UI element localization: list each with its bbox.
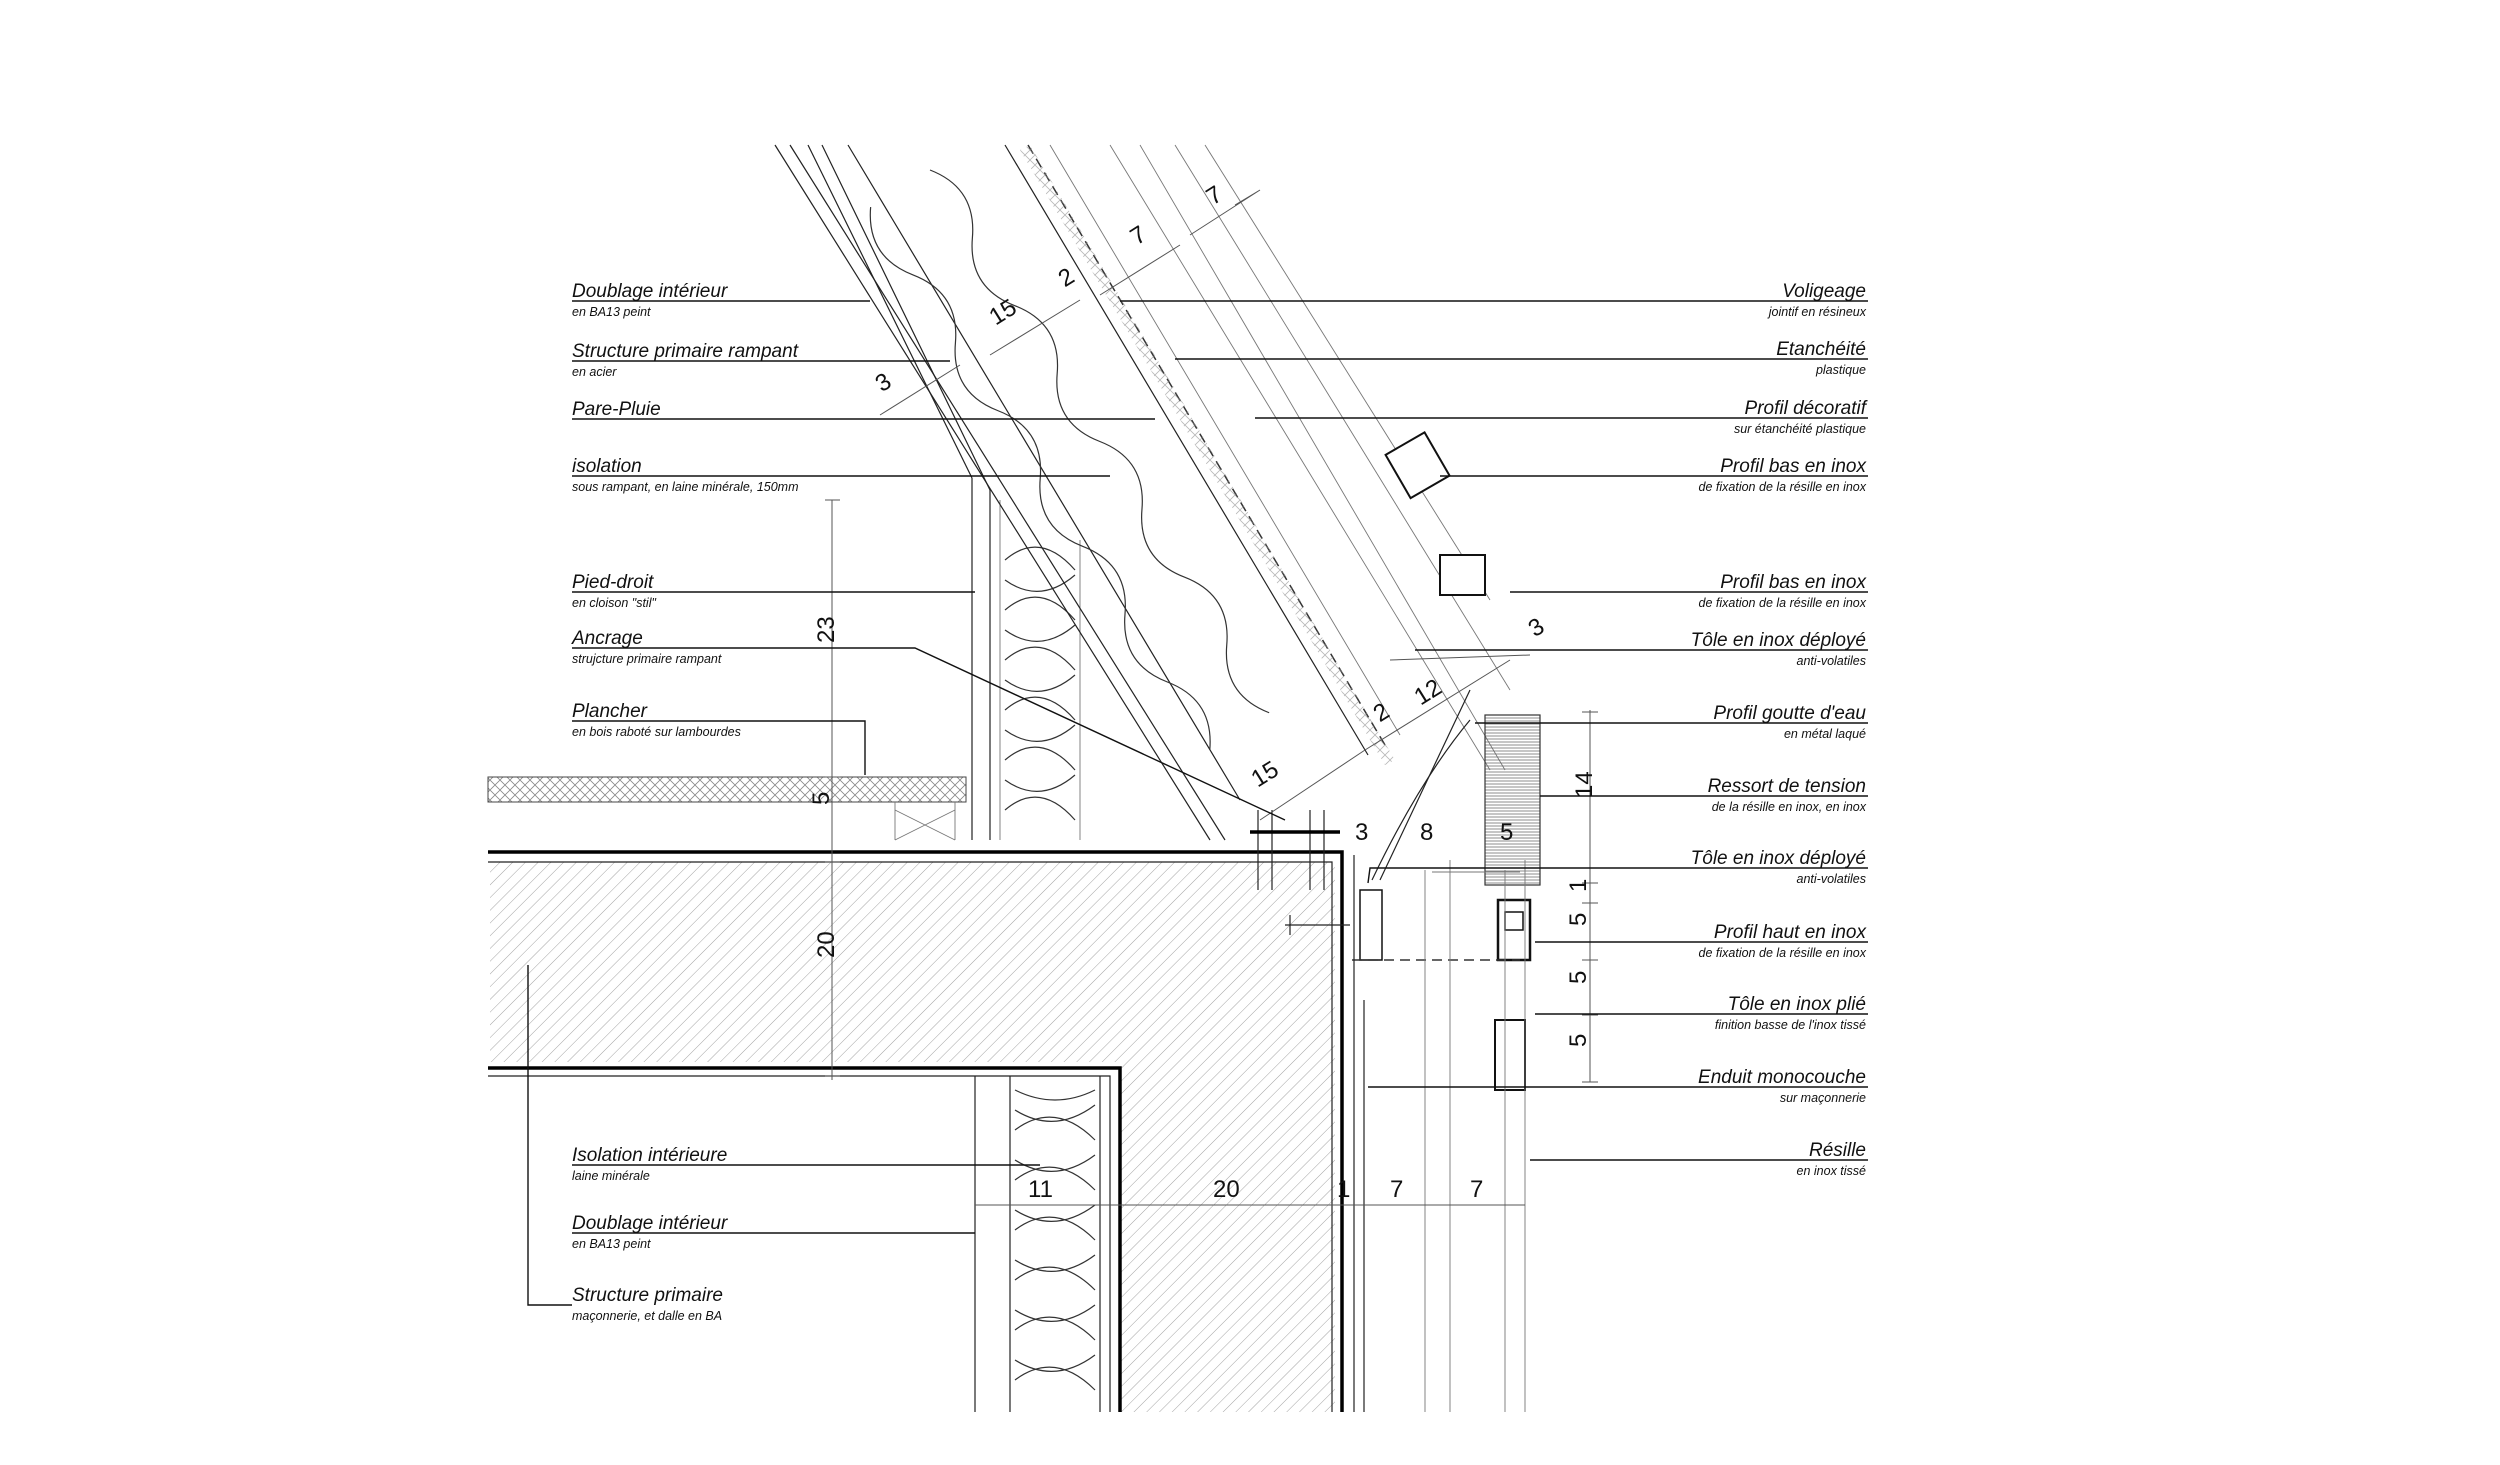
dim-bottom-1: 1: [1337, 1176, 1350, 1203]
dim-gutter-3: 3: [1355, 819, 1368, 846]
label-voligeage: Voligeage: [1782, 281, 1866, 302]
label-isolation: isolation: [572, 456, 642, 477]
sublabel-structure-primaire: maçonnerie, et dalle en BA: [572, 1309, 722, 1323]
sublabel-resille: en inox tissé: [1797, 1164, 1867, 1178]
sublabel-isolation-interieure: laine minérale: [572, 1169, 650, 1183]
dim-roof-2: 2: [1054, 263, 1080, 293]
label-ancrage: Ancrage: [571, 628, 643, 649]
label-tole-inox-deploye-1: Tôle en inox déployé: [1691, 630, 1866, 651]
label-ressort-tension: Ressort de tension: [1708, 776, 1866, 797]
sublabel-profil-haut-inox: de fixation de la résille en inox: [1699, 946, 1867, 960]
sloped-roof: [774, 144, 1511, 841]
label-profil-decoratif: Profil décoratif: [1745, 398, 1868, 419]
sublabel-plancher: en bois raboté sur lambourdes: [572, 725, 741, 739]
sublabel-profil-decoratif: sur étanchéité plastique: [1734, 422, 1866, 436]
sublabel-profil-bas-inox-2: de fixation de la résille en inox: [1699, 596, 1867, 610]
label-doublage-interieur: Doublage intérieur: [572, 281, 728, 302]
label-profil-goutte-eau: Profil goutte d'eau: [1713, 703, 1866, 724]
sublabel-enduit-monocouche: sur maçonnerie: [1780, 1091, 1866, 1105]
dim-bottom-7b: 7: [1470, 1176, 1483, 1203]
dim-eave-12: 12: [1410, 674, 1447, 711]
label-isolation-interieure: Isolation intérieure: [572, 1145, 727, 1166]
label-resille: Résille: [1809, 1140, 1866, 1161]
sublabel-profil-bas-inox-1: de fixation de la résille en inox: [1699, 480, 1867, 494]
label-profil-bas-inox-1: Profil bas en inox: [1720, 456, 1867, 477]
label-tole-inox-deploye-2: Tôle en inox déployé: [1691, 848, 1866, 869]
dim-bottom-7a: 7: [1390, 1176, 1403, 1203]
concrete-structure: [488, 850, 1344, 1412]
dim-right-14: 14: [1571, 771, 1598, 798]
label-plancher: Plancher: [572, 701, 648, 722]
facade-elements: [1250, 430, 1541, 1412]
dim-roof-7a: 7: [1202, 181, 1228, 211]
sublabel-isolation: sous rampant, en laine minérale, 150mm: [572, 480, 799, 494]
sublabel-profil-goutte-eau: en métal laqué: [1784, 727, 1866, 741]
sublabel-tole-inox-plie: finition basse de l'inox tissé: [1715, 1018, 1866, 1032]
sublabel-ressort-tension: de la résille en inox, en inox: [1712, 800, 1867, 814]
dim-bottom-11: 11: [1028, 1176, 1053, 1203]
sublabel-tole-inox-deploye-2: anti-volatiles: [1797, 872, 1866, 886]
dim-right-5b: 5: [1565, 971, 1592, 984]
dim-gutter-5: 5: [1500, 819, 1513, 846]
interior-insulation: [974, 1076, 1101, 1412]
sublabel-doublage-interieur-2: en BA13 peint: [572, 1237, 651, 1251]
dim-roof-3: 3: [871, 368, 897, 398]
sublabel-doublage-interieur: en BA13 peint: [572, 305, 651, 319]
right-labels: Voligeage jointif en résineux Etanchéité…: [1120, 281, 1868, 1178]
label-structure-primaire-rampant: Structure primaire rampant: [572, 341, 799, 362]
dimension-lines: [825, 189, 1598, 1206]
dim-vertical-20: 20: [813, 931, 840, 958]
dim-right-5c: 5: [1565, 1034, 1592, 1047]
sublabel-ancrage: strujcture primaire rampant: [572, 652, 722, 666]
sublabel-etancheite: plastique: [1815, 363, 1866, 377]
dim-vertical-5-floor: 5: [808, 792, 835, 805]
floor-boards: [487, 776, 967, 841]
dim-roof-7b: 7: [1126, 221, 1152, 251]
sublabel-structure-primaire-rampant: en acier: [572, 365, 617, 379]
sublabel-voligeage: jointif en résineux: [1767, 305, 1867, 319]
dim-gutter-8: 8: [1420, 819, 1433, 846]
dim-vertical-23: 23: [813, 616, 840, 643]
label-pare-pluie: Pare-Pluie: [572, 399, 661, 420]
label-profil-bas-inox-2: Profil bas en inox: [1720, 572, 1867, 593]
label-structure-primaire: Structure primaire: [572, 1285, 723, 1306]
dim-roof-15: 15: [985, 294, 1022, 331]
label-enduit-monocouche: Enduit monocouche: [1698, 1067, 1866, 1088]
dim-eave-15: 15: [1247, 756, 1284, 793]
label-profil-haut-inox: Profil haut en inox: [1714, 922, 1868, 943]
label-pied-droit: Pied-droit: [572, 572, 654, 593]
sublabel-pied-droit: en cloison "stil": [572, 596, 656, 610]
left-labels: Doublage intérieur en BA13 peint Structu…: [527, 281, 1286, 1323]
label-doublage-interieur-2: Doublage intérieur: [572, 1213, 728, 1234]
dim-eave-3: 3: [1524, 613, 1550, 643]
knee-wall: [971, 478, 1081, 840]
dim-bottom-20: 20: [1213, 1176, 1240, 1203]
dim-right-5a: 5: [1565, 913, 1592, 926]
sublabel-tole-inox-deploye-1: anti-volatiles: [1797, 654, 1866, 668]
dim-right-1: 1: [1565, 879, 1592, 892]
label-tole-inox-plie: Tôle en inox plié: [1728, 994, 1866, 1015]
label-etancheite: Etanchéité: [1776, 339, 1866, 360]
